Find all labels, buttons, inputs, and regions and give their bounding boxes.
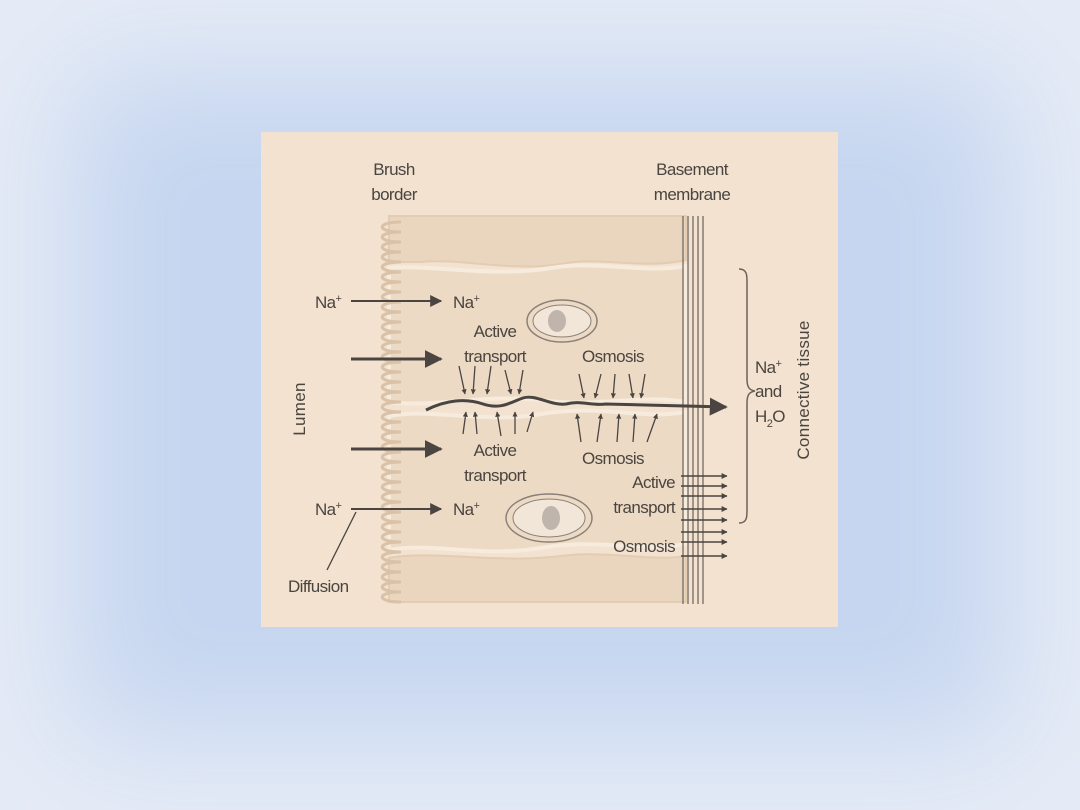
- lumen-arrows: [351, 295, 443, 515]
- microvilli-line: [380, 220, 402, 604]
- diagram-svg: Brush border Basement membrane Lumen Con…: [288, 160, 813, 604]
- result-na: Na+: [755, 358, 782, 377]
- basement-membrane-label-1: Basement: [656, 160, 729, 179]
- cell-upper: [387, 263, 688, 406]
- lumen-label: Lumen: [290, 382, 309, 435]
- connective-tissue-brace: [738, 268, 756, 524]
- na-water-output-arrow: [425, 395, 728, 416]
- brush-border-microvilli: [380, 220, 402, 604]
- result-and: and: [755, 382, 782, 401]
- epithelial-cells: [387, 215, 688, 603]
- nucleus-upper: [526, 299, 598, 343]
- osmosis-top: Osmosis: [582, 347, 644, 366]
- membrane-arrows: [681, 473, 728, 559]
- cell-lower: [387, 408, 688, 554]
- diffusion-label: Diffusion: [288, 577, 349, 596]
- active-transport-right-2: transport: [613, 498, 676, 517]
- active-transport-right-1: Active: [632, 473, 675, 492]
- active-transport-top-2: transport: [464, 347, 527, 366]
- brush-border-label-2: border: [371, 185, 417, 204]
- na-cell-top: Na+: [453, 293, 480, 312]
- na-lumen-top: Na+: [315, 293, 342, 312]
- diffusion-pointer: [326, 511, 357, 571]
- cell-top: [388, 215, 687, 268]
- small-arrows-down: [458, 365, 646, 399]
- nucleus-lower: [505, 493, 593, 543]
- active-transport-mid-1: Active: [474, 441, 517, 460]
- active-transport-mid-2: transport: [464, 466, 527, 485]
- na-cell-bottom: Na+: [453, 500, 480, 519]
- osmosis-mid: Osmosis: [582, 449, 644, 468]
- result-h2o: H2O: [755, 407, 785, 430]
- small-arrows-up: [462, 411, 658, 443]
- osmosis-right: Osmosis: [613, 537, 675, 556]
- intercellular-space: [425, 395, 728, 416]
- cell-bottom: [388, 553, 687, 603]
- brush-border-label-1: Brush: [373, 160, 415, 179]
- active-transport-top-1: Active: [474, 322, 517, 341]
- intestinal-absorption-figure: Brush border Basement membrane Lumen Con…: [261, 132, 838, 627]
- na-lumen-bottom: Na+: [315, 500, 342, 519]
- basement-membrane-label-2: membrane: [654, 185, 731, 204]
- basement-membrane: [682, 216, 704, 604]
- connective-tissue-label: Connective tissue: [794, 320, 813, 459]
